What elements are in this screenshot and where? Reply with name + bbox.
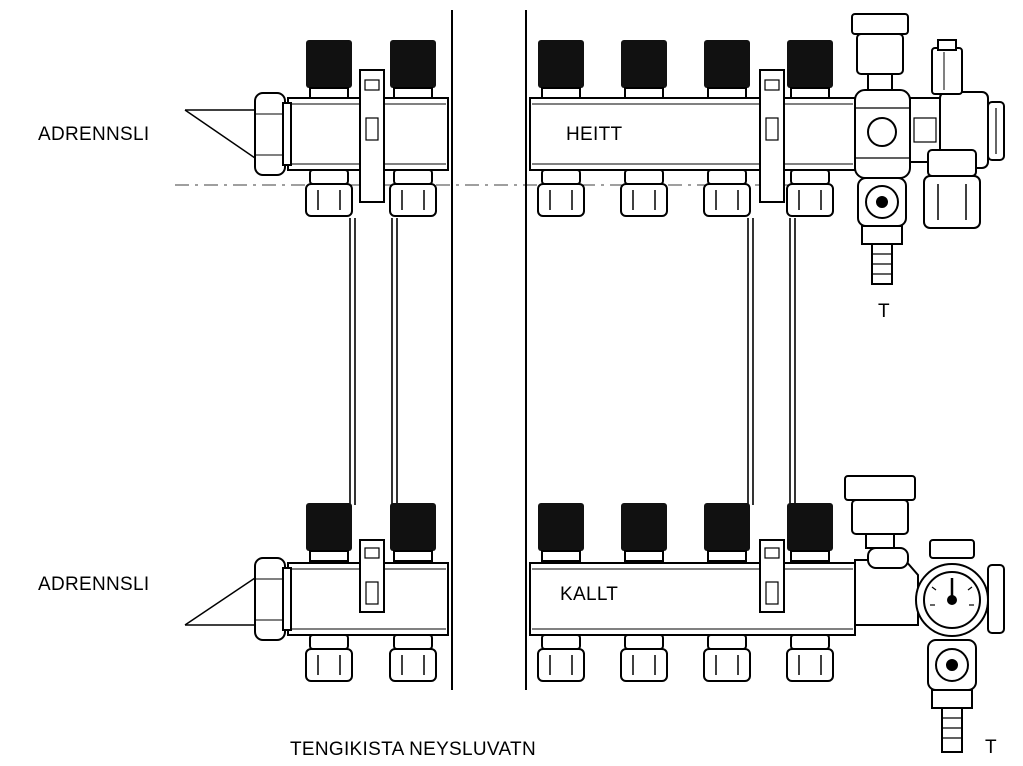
loop-tubes	[349, 218, 796, 505]
bottom-right-bracket	[759, 539, 785, 613]
bottom-caption: TENGIKISTA NEYSLUVATN	[290, 739, 536, 760]
bottom-left-bracket	[359, 539, 385, 613]
bottom-right-valve-assembly	[844, 475, 1005, 753]
bottom-drain-label: ADRENNSLI	[38, 574, 150, 595]
top-outlet-fittings	[305, 169, 834, 217]
top-manifold-label: HEITT	[566, 124, 623, 145]
top-right-valve-assembly	[851, 13, 1005, 285]
bottom-outlet-fittings	[305, 634, 834, 682]
top-right-bracket	[759, 69, 785, 203]
top-right-outlet-label: T	[878, 301, 890, 322]
top-drain-label: ADRENNSLI	[38, 124, 150, 145]
top-drain-leader	[184, 109, 256, 159]
bottom-left-end-cap	[254, 557, 292, 641]
top-valve-knobs	[306, 40, 833, 99]
bottom-valve-knobs	[306, 503, 833, 562]
bottom-manifold-label: KALLT	[560, 584, 619, 605]
bottom-drain-leader	[184, 577, 256, 626]
bottom-right-outlet-label: T	[985, 737, 997, 758]
top-left-end-cap	[254, 92, 292, 176]
top-left-bracket	[359, 69, 385, 203]
